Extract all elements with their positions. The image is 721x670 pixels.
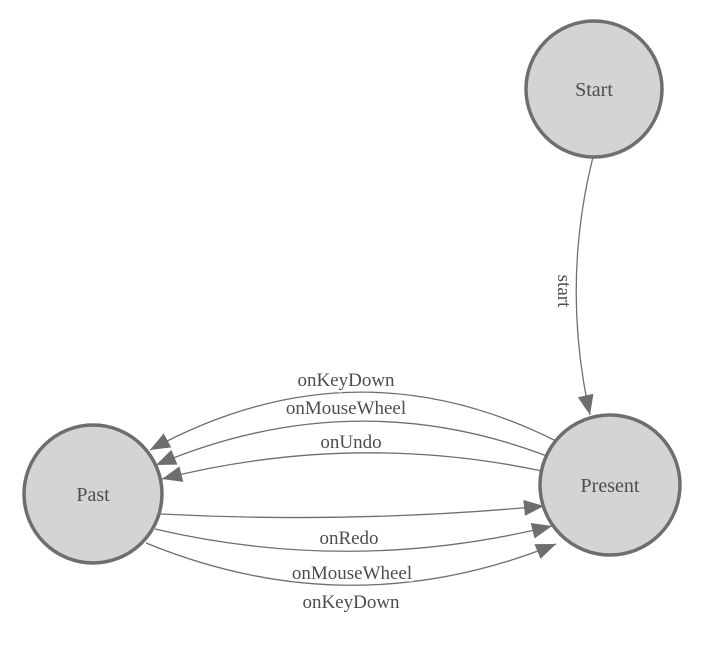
node-past-circle[interactable] <box>22 423 164 565</box>
edge-label-onundo: onUndo <box>320 432 381 453</box>
edge-present-to-past-onkeydown <box>149 391 557 451</box>
edge-past-to-present-onkeydown <box>145 542 557 586</box>
edge-past-to-present-onmousewheel <box>154 522 553 552</box>
edge-start-to-present <box>575 156 594 416</box>
edge-layer <box>145 156 594 586</box>
edge-label-onkeydown-bottom: onKeyDown <box>302 592 400 613</box>
node-present-label: Present <box>581 475 640 497</box>
edge-label-layer: start onKeyDown onMouseWheel onUndo onRe… <box>283 272 576 615</box>
node-present[interactable]: Present <box>538 413 682 557</box>
edge-label-onkeydown-top: onKeyDown <box>297 370 395 391</box>
node-start[interactable]: Start <box>524 19 664 159</box>
edge-past-to-present-onredo <box>160 499 545 519</box>
node-past[interactable]: Past <box>22 423 164 565</box>
edge-label-onredo: onRedo <box>319 528 378 549</box>
edge-label-onmousewheel-top: onMouseWheel <box>286 398 406 419</box>
edge-label-onmousewheel-bottom: onMouseWheel <box>292 563 412 584</box>
node-start-circle[interactable] <box>524 19 664 159</box>
edge-present-to-past-onmousewheel <box>155 420 548 466</box>
node-start-label: Start <box>575 79 613 101</box>
node-present-circle[interactable] <box>538 413 682 557</box>
node-past-label: Past <box>76 484 110 506</box>
edge-present-to-past-onundo <box>161 452 543 482</box>
edge-label-start: start <box>553 275 574 308</box>
